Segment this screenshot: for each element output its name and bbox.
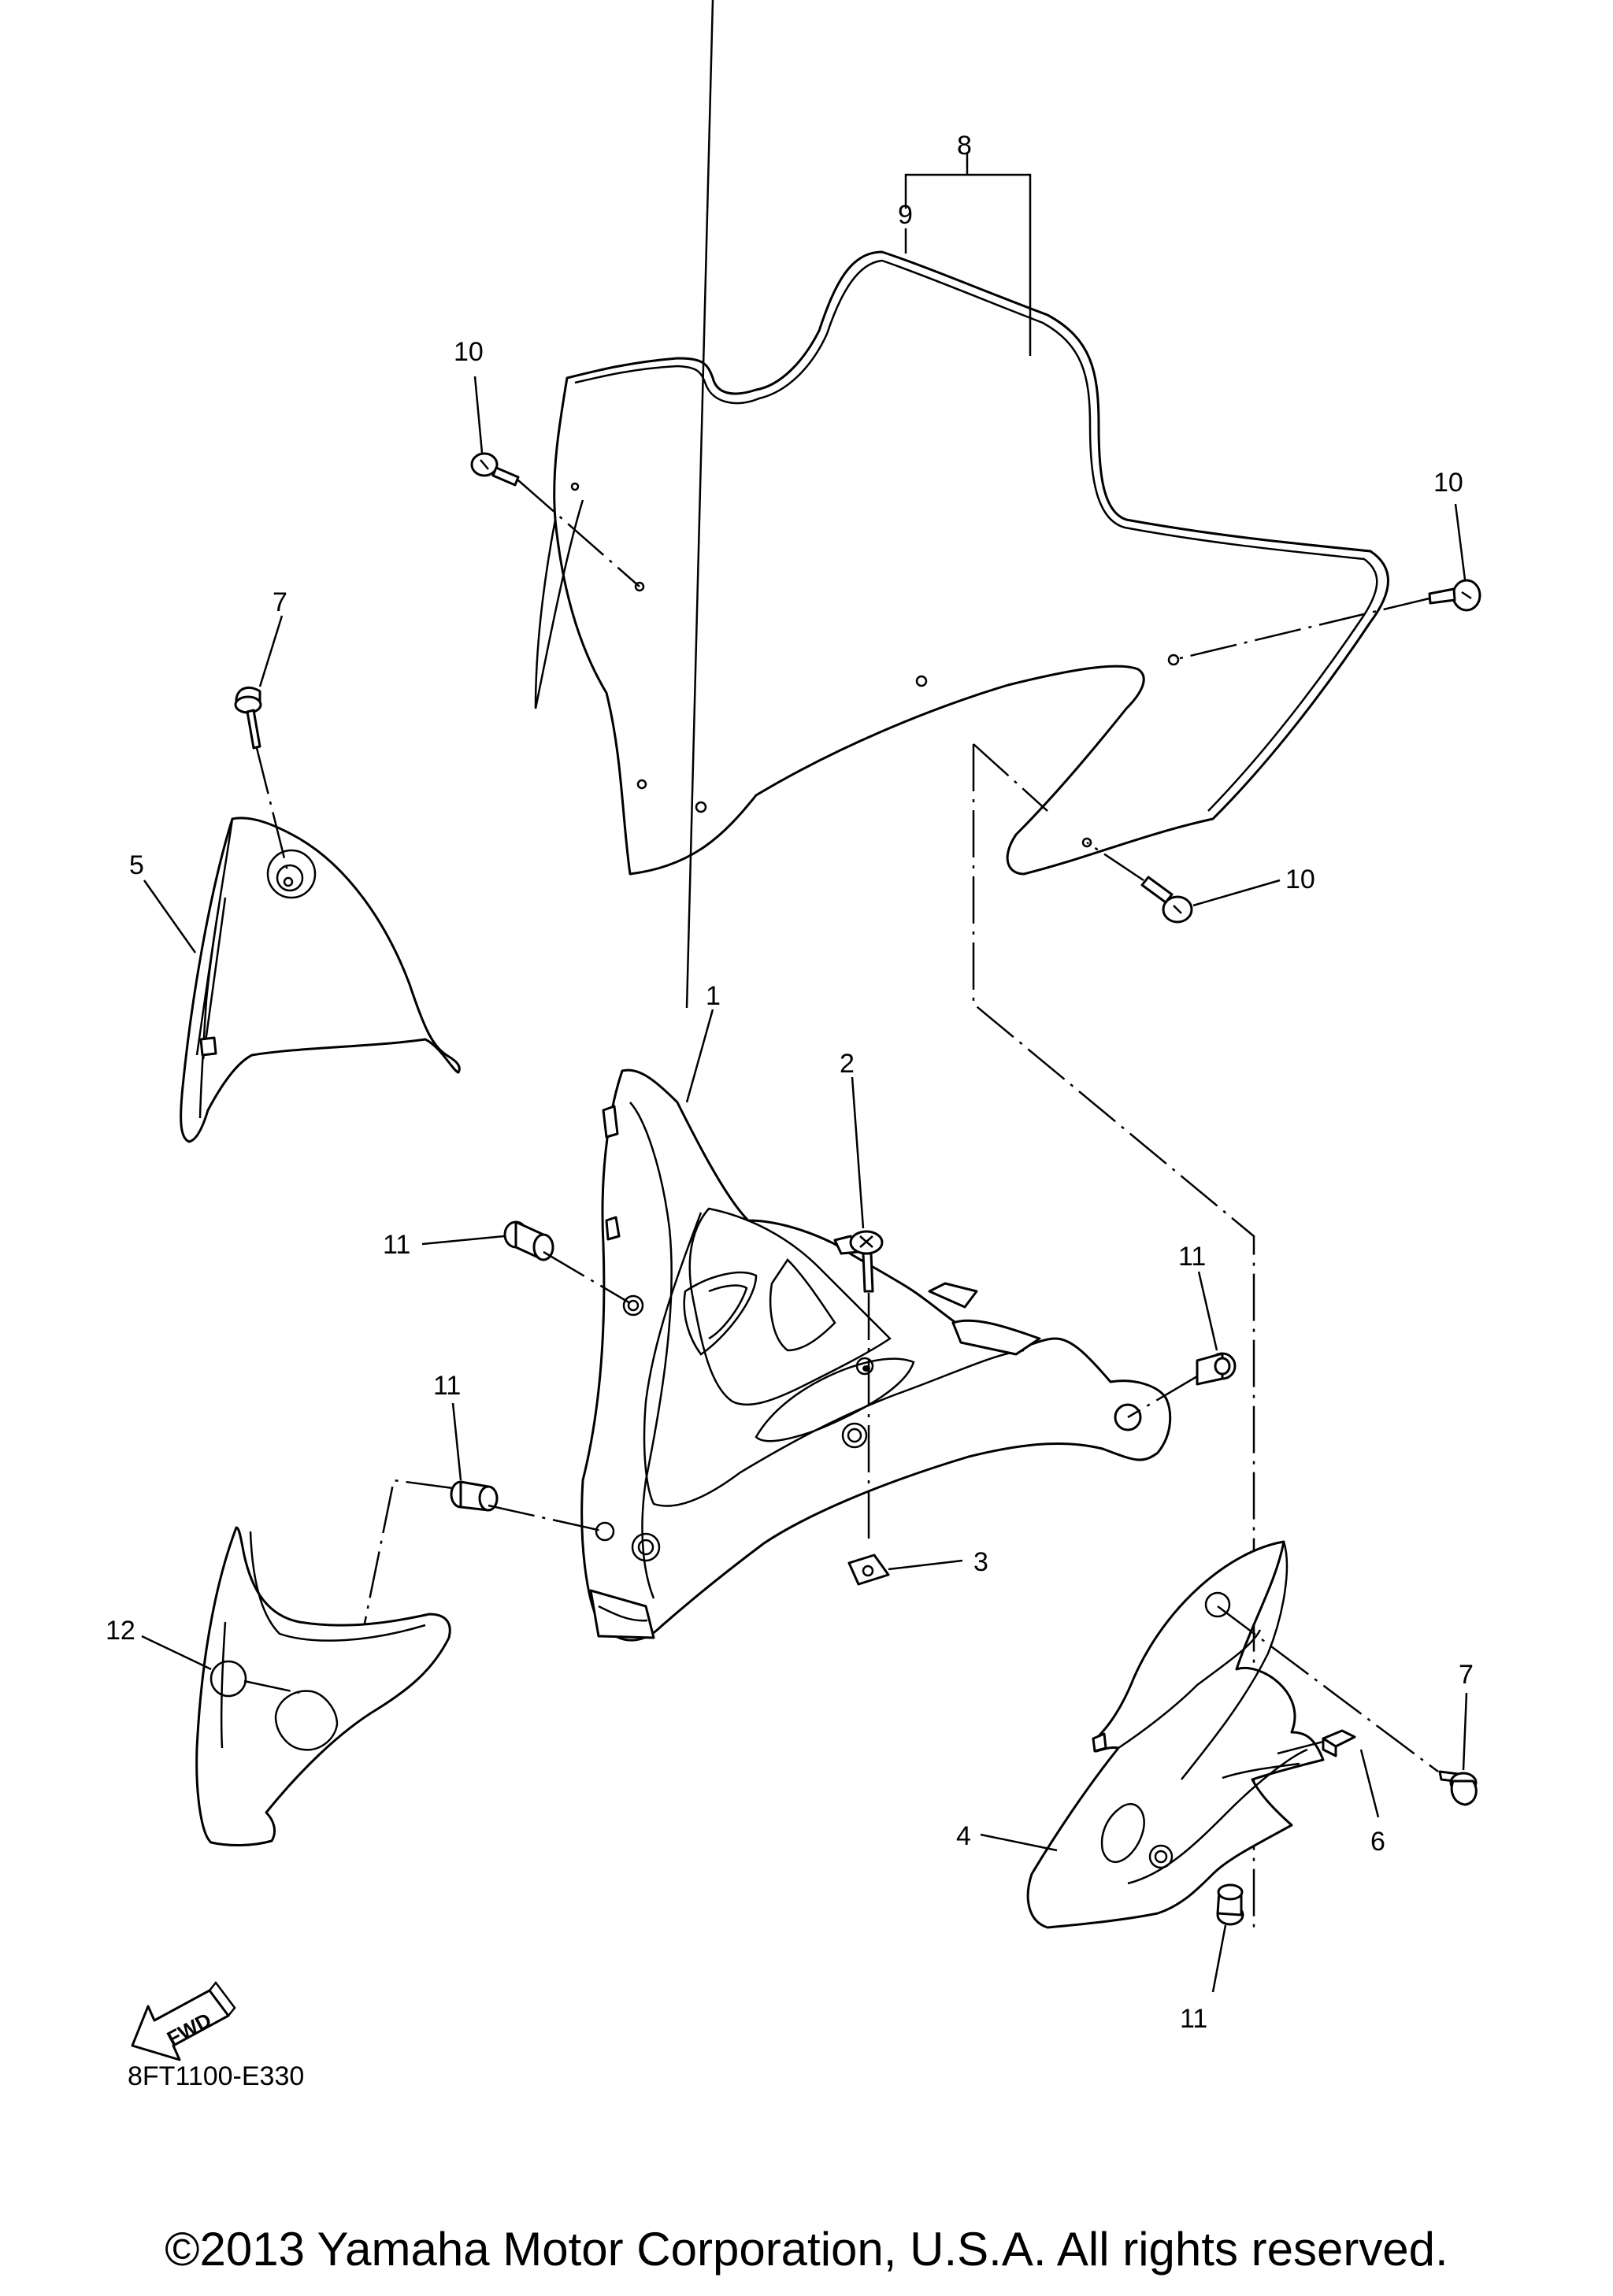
inner-panel-4 xyxy=(1026,1540,1439,1929)
callout-2: 2 xyxy=(840,1049,855,1079)
screw-10-left xyxy=(470,376,640,587)
screw-10-bottom xyxy=(1086,841,1281,924)
upper-cowling-1 xyxy=(580,1068,1172,1642)
callout-11-a: 11 xyxy=(383,1230,410,1260)
collar-11-b xyxy=(1127,1271,1237,1419)
screw-2 xyxy=(849,1076,884,1543)
callout-5: 5 xyxy=(129,850,144,880)
collar-11-a xyxy=(421,1220,631,1305)
clip-6 xyxy=(1277,1729,1380,1818)
windshield-leaders xyxy=(904,154,1032,356)
callout-10-left: 10 xyxy=(454,337,484,367)
collar-11-c xyxy=(349,1402,606,1694)
collar-11-d xyxy=(1211,1883,1244,1993)
callout-12: 12 xyxy=(106,1616,135,1646)
screw-10-right xyxy=(1173,503,1481,661)
screw-7-right xyxy=(1438,1692,1478,1806)
inner-panel-5 xyxy=(180,817,461,1143)
callout-3: 3 xyxy=(973,1547,988,1577)
fwd-arrow-icon: FWD xyxy=(131,1980,236,2061)
copyright-notice: ©2013 Yamaha Motor Corporation, U.S.A. A… xyxy=(165,2223,1448,2276)
callout-7-left: 7 xyxy=(273,587,287,617)
callout-11-d: 11 xyxy=(1180,2004,1207,2034)
callout-11-c: 11 xyxy=(433,1371,461,1401)
nut-3 xyxy=(847,1554,963,1586)
windshield xyxy=(534,250,1389,876)
callout-6: 6 xyxy=(1370,1827,1385,1857)
callout-10-right: 10 xyxy=(1433,468,1463,498)
callout-8: 8 xyxy=(957,131,972,161)
callout-7-right: 7 xyxy=(1459,1660,1474,1690)
callout-9: 9 xyxy=(898,200,913,230)
lower-cover-12 xyxy=(195,1526,451,1847)
callout-1: 1 xyxy=(706,981,721,1011)
callout-10-bottom: 10 xyxy=(1285,865,1315,894)
diagram-code: 8FT1100-E330 xyxy=(128,2061,305,2091)
callout-11-b: 11 xyxy=(1178,1242,1206,1272)
callout-4: 4 xyxy=(956,1821,971,1851)
screw-7-left xyxy=(234,615,290,875)
